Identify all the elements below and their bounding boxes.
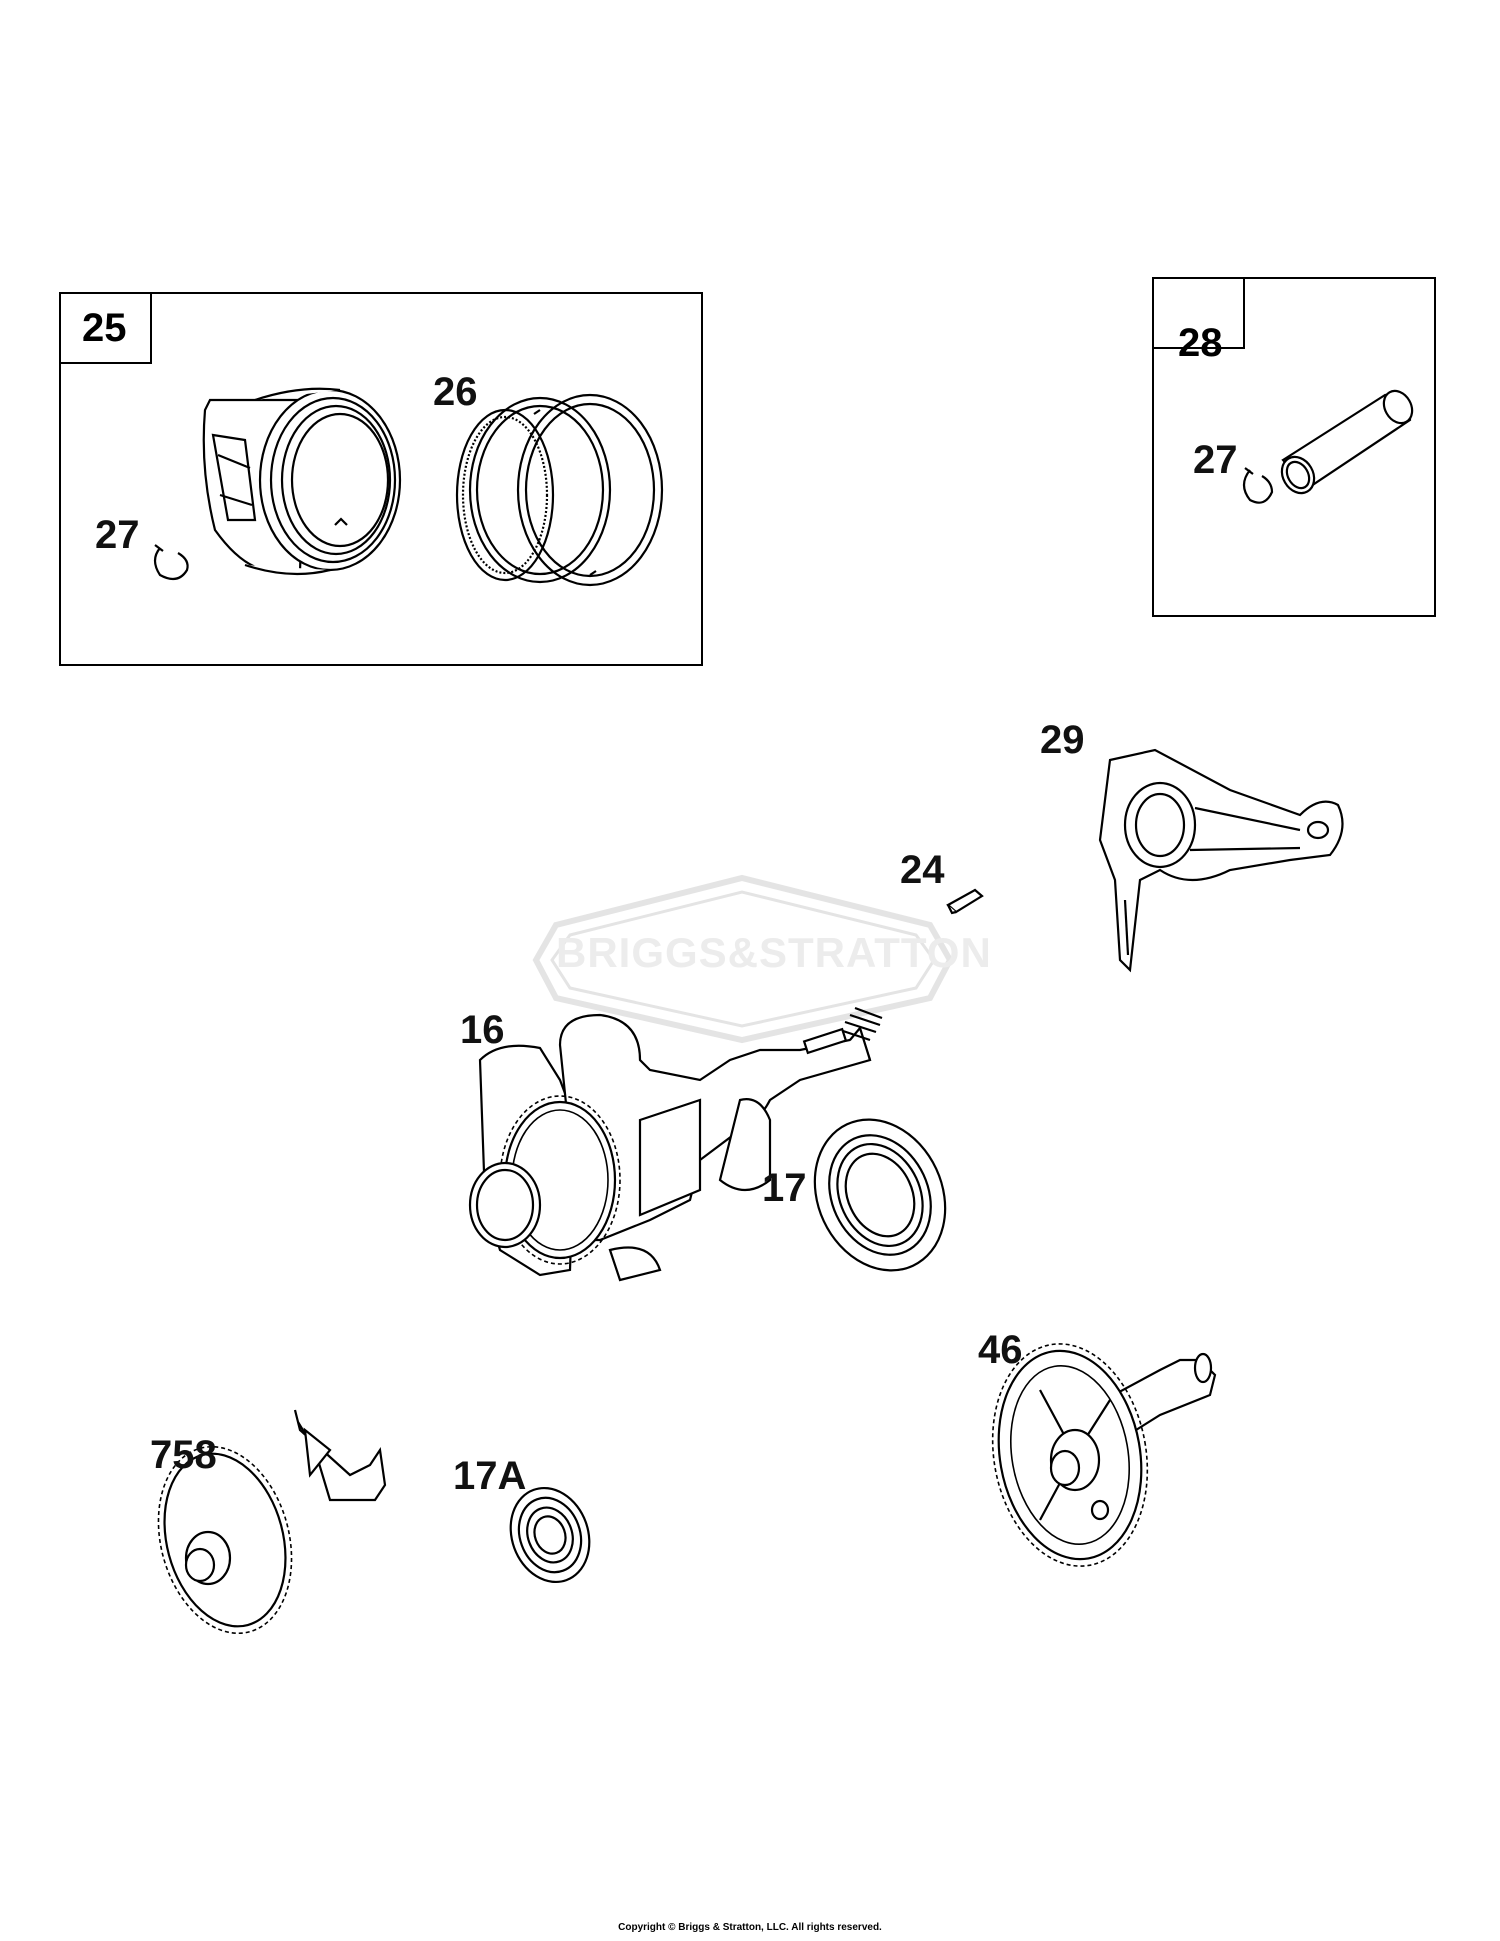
box-label-25: 25 (82, 306, 127, 350)
callout-46[interactable]: 46 (978, 1328, 1023, 1372)
piston-rings[interactable] (455, 393, 664, 587)
pin-kit-box (1152, 277, 1436, 617)
callout-24[interactable]: 24 (900, 848, 945, 892)
callout-17a[interactable]: 17A (453, 1454, 527, 1498)
piston-pin[interactable] (1276, 386, 1418, 499)
callout-27-right[interactable]: 27 (1193, 438, 1238, 482)
callout-16[interactable]: 16 (460, 1008, 505, 1052)
watermark-logo (532, 874, 954, 1044)
connecting-rod[interactable] (1098, 748, 1344, 973)
camshaft[interactable] (976, 1332, 1217, 1579)
callout-17[interactable]: 17 (762, 1166, 807, 1210)
main-bearing[interactable] (791, 1098, 969, 1292)
box-label-28: 28 (1178, 321, 1223, 365)
watermark-text: BRIGGS&STRATTON (556, 929, 992, 976)
piston-pin-clip-left[interactable] (153, 544, 189, 581)
bearing-17a[interactable] (498, 1477, 602, 1593)
piston-pin-clip-right[interactable] (1242, 467, 1274, 504)
copyright-notice: Copyright © Briggs & Stratton, LLC. All … (618, 1922, 882, 1933)
piston[interactable] (202, 387, 402, 576)
callout-27-left[interactable]: 27 (95, 513, 140, 557)
piston-kit-box (59, 292, 703, 666)
governor-gear-teeth (157, 1445, 293, 1635)
woodruff-key[interactable] (946, 888, 984, 915)
crankshaft[interactable] (468, 1006, 883, 1282)
crankshaft-thread (839, 1006, 883, 1042)
callout-26[interactable]: 26 (433, 370, 478, 414)
callout-758[interactable]: 758 (150, 1433, 217, 1477)
callout-29[interactable]: 29 (1040, 718, 1085, 762)
governor-gear[interactable] (139, 1409, 387, 1648)
cam-gear-teeth (991, 1343, 1149, 1567)
